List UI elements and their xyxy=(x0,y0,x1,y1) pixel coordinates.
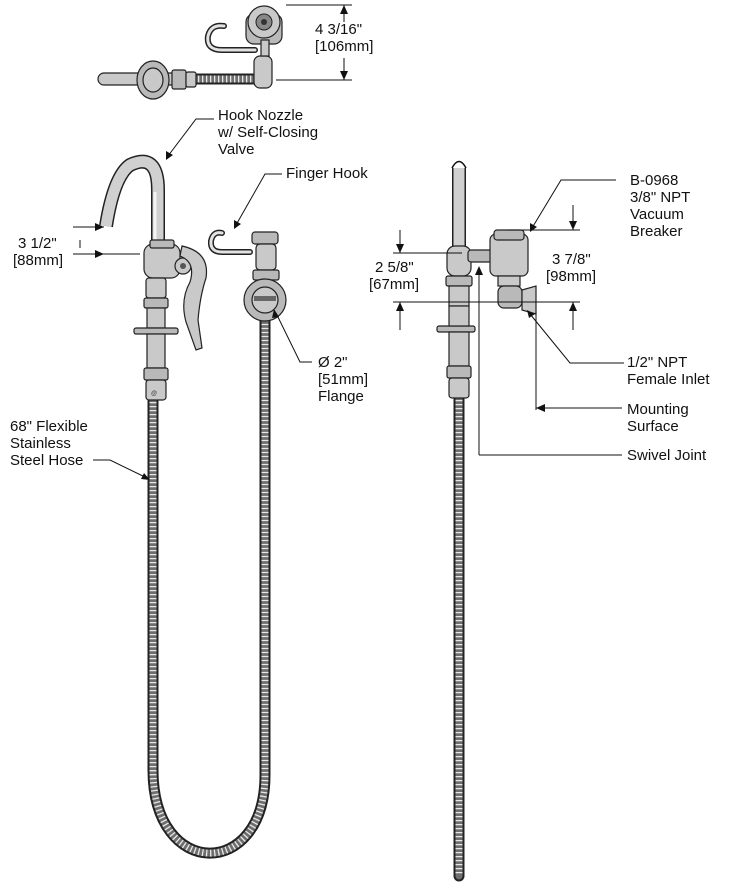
flange-diameter: Ø 2" xyxy=(318,354,348,371)
hose-line-2: Stainless xyxy=(10,435,71,452)
dim-breaker-height-metric: 98mm xyxy=(550,268,592,285)
dim-top-height-lines xyxy=(276,4,352,81)
front-leaders xyxy=(93,118,312,480)
flange-callout: Ø 2" [51mm] Flange xyxy=(318,354,368,405)
vacuum-breaker-line-2: 3/8" NPT xyxy=(630,189,691,206)
hook-nozzle-callout: Hook Nozzle w/ Self-Closing Valve xyxy=(218,107,318,158)
flange-name: Flange xyxy=(318,388,364,405)
svg-text:@: @ xyxy=(151,391,157,397)
dim-nozzle-height-metric: 88mm xyxy=(17,252,59,269)
inlet-line-1: 1/2" NPT xyxy=(627,354,688,371)
hose-callout: 68" Flexible Stainless Steel Hose xyxy=(10,418,88,469)
swivel-callout: Swivel Joint xyxy=(627,447,706,464)
inlet-line-2: Female Inlet xyxy=(627,371,710,388)
top-view-assembly xyxy=(97,5,283,100)
mounting-line-1: Mounting xyxy=(627,401,689,418)
hose-line-1: 68" Flexible xyxy=(10,418,88,435)
dim-breaker-height-lines xyxy=(508,205,580,330)
front-view-assembly: @ xyxy=(99,154,287,859)
dim-nozzle-height-label: 3 1/2" [88mm] xyxy=(13,235,63,269)
dim-breaker-drop-metric-wrap: [67mm] xyxy=(369,276,420,293)
dim-breaker-height-label: 3 7/8" [98mm] xyxy=(546,251,596,285)
dim-top-height-metric: 106mm xyxy=(319,38,370,55)
mounting-line-2: Surface xyxy=(627,418,679,435)
dim-nozzle-height-imperial: 3 1/2" xyxy=(18,235,57,252)
vacuum-breaker-line-1: B-0968 xyxy=(630,172,679,189)
dim-breaker-drop-label: 2 5/8" [67mm] xyxy=(369,259,419,293)
dim-breaker-height-metric-wrap: [98mm] xyxy=(546,268,597,285)
mounting-callout: Mounting Surface xyxy=(627,401,689,435)
flange-metric-wrap: [51mm] xyxy=(318,371,369,388)
dim-top-height-label: 4 3/16" [106mm] xyxy=(315,21,373,55)
dim-top-height-imperial: 4 3/16" xyxy=(315,21,363,38)
vacuum-breaker-line-4: Breaker xyxy=(630,223,683,240)
side-leaders xyxy=(475,179,624,456)
hook-nozzle-line-2: w/ Self-Closing xyxy=(218,124,319,141)
hook-nozzle-line-3: Valve xyxy=(218,141,255,158)
side-view-assembly xyxy=(436,160,537,882)
vacuum-breaker-callout: B-0968 3/8" NPT Vacuum Breaker xyxy=(630,172,690,240)
dim-nozzle-height-metric-wrap: [88mm] xyxy=(13,252,64,269)
dim-top-height-metric-wrap: [106mm] xyxy=(315,38,374,55)
vacuum-breaker-line-3: Vacuum xyxy=(630,206,684,223)
dim-nozzle-height-lines xyxy=(73,223,140,258)
flange-metric: 51mm xyxy=(322,371,364,388)
hook-nozzle-line-1: Hook Nozzle xyxy=(218,107,304,124)
finger-hook-callout: Finger Hook xyxy=(286,165,368,182)
hose-line-3: Steel Hose xyxy=(10,452,84,469)
dim-breaker-height-imperial: 3 7/8" xyxy=(552,251,591,268)
dim-breaker-drop-lines xyxy=(393,230,540,330)
inlet-callout: 1/2" NPT Female Inlet xyxy=(627,354,710,388)
dim-breaker-drop-metric: 67mm xyxy=(373,276,415,293)
dim-breaker-drop-imperial: 2 5/8" xyxy=(375,259,414,276)
finger-hook-line-1: Finger Hook xyxy=(286,165,368,182)
swivel-line-1: Swivel Joint xyxy=(627,447,707,464)
